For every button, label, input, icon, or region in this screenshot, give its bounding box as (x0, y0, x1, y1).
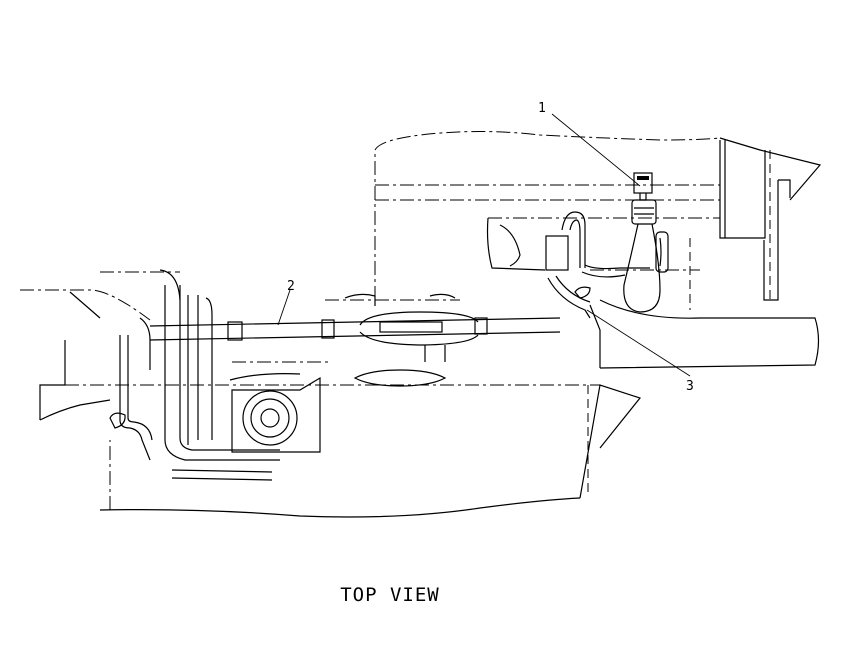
pump-body (229, 361, 330, 453)
left-hose-bundle (20, 285, 280, 481)
callout-3-label: 3 (686, 379, 694, 394)
fuel-filter-assembly (545, 172, 669, 313)
upper-body-outline (374, 131, 822, 301)
upper-left-outline (100, 269, 460, 306)
lower-tank-body (39, 384, 642, 518)
fuel-line-right (547, 275, 601, 368)
frame-rail (40, 217, 820, 386)
callout-leaders (277, 113, 691, 377)
callout-2-label: 2 (287, 279, 295, 294)
view-title: TOP VIEW (340, 584, 440, 606)
main-hose (149, 311, 561, 387)
callout-1-label: 1 (538, 101, 546, 116)
